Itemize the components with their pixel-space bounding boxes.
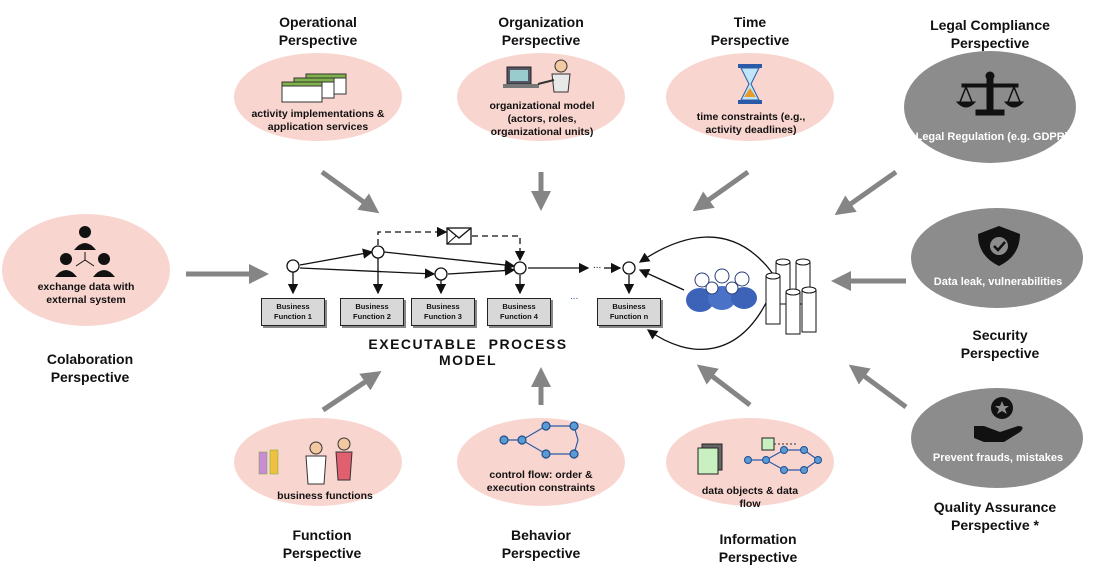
time-arrow [692, 169, 750, 212]
flow-node [513, 261, 527, 275]
collaboration-label: exchange data with external system [37, 281, 135, 306]
hourglass-icon [738, 64, 762, 104]
behavior-label: control flow: order & execution constrai… [486, 469, 596, 494]
business-function-box: Business Function 2 [340, 298, 404, 326]
model-title: EXECUTABLE PROCESS MODEL [368, 336, 568, 368]
legal-arrow [834, 169, 898, 216]
shield-check-icon [978, 226, 1020, 266]
security-label: Data leak, vulnerabilities [933, 276, 1063, 288]
message-envelope-icon [446, 227, 472, 245]
quality-arrow [848, 364, 908, 410]
behavior-ellipse [457, 418, 625, 506]
collaboration-ellipse [2, 214, 170, 326]
quality-title: Quality Assurance Perspective * [933, 499, 1057, 533]
operational-arrow [320, 169, 380, 214]
information-title: Information Perspective [718, 531, 798, 565]
quality-label: Prevent frauds, mistakes [932, 452, 1064, 464]
business-function-box: Business Function 3 [411, 298, 475, 326]
organization-title: Organization Perspective [498, 14, 584, 48]
function-arrow [321, 371, 382, 413]
operational-label: activity implementations & application s… [251, 108, 385, 133]
time-title: Time Perspective [710, 14, 790, 48]
business-function-box: Business Function 1 [261, 298, 325, 326]
organization-label: organizational model (actors, roles, org… [489, 100, 595, 138]
legal-title: Legal Compliance Perspective [930, 17, 1050, 51]
legal-label: Legal Regulation (e.g. GDPR) [915, 131, 1069, 143]
time-label: time constraints (e.g., activity deadlin… [696, 111, 806, 136]
application-windows-icon [281, 73, 347, 103]
function-title: Function Perspective [282, 527, 362, 561]
organization-ellipse [457, 53, 625, 141]
person-at-computer-icon [503, 59, 571, 93]
flow-node [371, 245, 385, 259]
function-label: business functions [277, 490, 373, 502]
network-people-icon [55, 226, 115, 277]
business-function-box: Business Function n [597, 298, 661, 326]
business-function-box: Business Function 4 [487, 298, 551, 326]
flow-node [434, 267, 448, 281]
collaboration-title: Colaboration Perspective [46, 351, 134, 385]
function-people-icon [258, 437, 353, 485]
hand-badge-icon [974, 397, 1023, 442]
flow-node [286, 259, 300, 273]
behavior-title: Behavior Perspective [501, 527, 581, 561]
information-arrow [696, 364, 752, 407]
people-group-icon [686, 268, 757, 312]
flow-node [622, 261, 636, 275]
information-label: data objects & data flow [701, 485, 799, 510]
data-objects-icon [697, 437, 822, 475]
database-icon [765, 258, 817, 335]
scales-of-justice-icon [955, 71, 1025, 116]
operational-title: Operational Perspective [278, 14, 358, 48]
security-title: Security Perspective [960, 327, 1040, 361]
control-flow-graph-icon [499, 421, 579, 459]
functions-ellipsis: ... [570, 291, 579, 302]
flow-ellipsis: ... [593, 260, 602, 271]
